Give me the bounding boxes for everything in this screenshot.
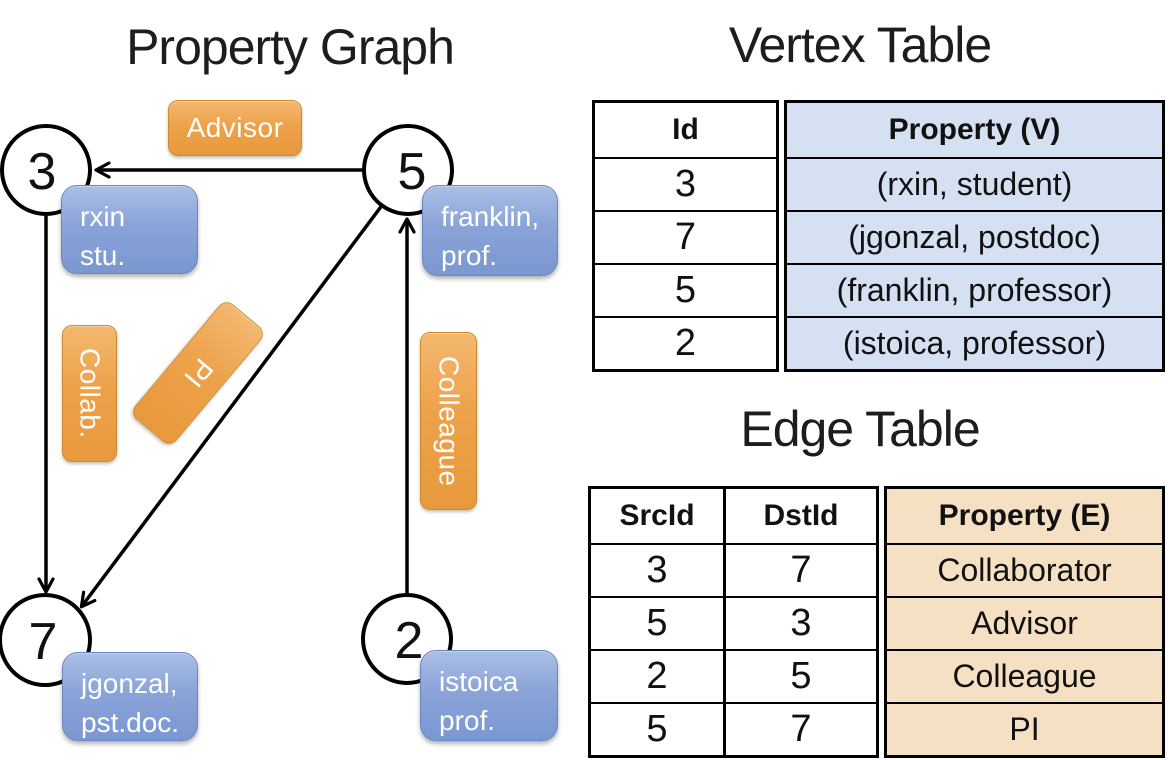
edge-table-cell-property: Colleague — [887, 649, 1162, 702]
edge-table-cell-dstid: 5 — [726, 649, 876, 702]
edge-table-cell-srcid: 5 — [591, 702, 723, 755]
vertex-property-line: prof. — [439, 705, 496, 736]
edge-table-property-column: Property (E) Collaborator Advisor Collea… — [884, 486, 1165, 758]
vertex-property-line: jgonzal, — [81, 668, 178, 699]
vertex-property-line: franklin, — [441, 201, 540, 232]
vertex-property-line: rxin — [80, 201, 126, 232]
edge-table-header-property: Property (E) — [887, 489, 1162, 543]
edge-table-cell-srcid: 3 — [591, 543, 723, 596]
vertex-table-id-column: Id 3 7 5 2 — [592, 100, 779, 372]
node-id-2: 2 — [395, 612, 424, 670]
vertex-property-box-2: istoica prof. — [420, 650, 558, 741]
edge-table-cell-dstid: 7 — [726, 543, 876, 596]
edge-table-cell-property: Collaborator — [887, 543, 1162, 596]
vertex-property-line: pst.doc. — [81, 707, 180, 738]
edge-label-advisor: Advisor — [168, 100, 302, 156]
edge-table-title: Edge Table — [740, 401, 980, 457]
edge-table-cell-property: Advisor — [887, 596, 1162, 649]
vertex-table-property-column: Property (V) (rxin, student) (jgonzal, p… — [784, 100, 1165, 372]
node-id-5: 5 — [398, 143, 427, 201]
vertex-table-header-id: Id — [672, 113, 699, 146]
edge-table-cell-srcid: 5 — [591, 596, 723, 649]
edge-label-collab: Collab. — [62, 325, 117, 462]
edge-table-header-srcid: SrcId — [619, 499, 695, 532]
vertex-table-cell-id: 2 — [595, 316, 776, 369]
edge-table-cell-srcid: 2 — [591, 649, 723, 702]
graph-canvas: 3 5 7 2 — [0, 124, 454, 687]
vertex-property-line: istoica — [439, 666, 519, 697]
edge-table-cell-dstid: 3 — [726, 596, 876, 649]
vertex-property-line: stu. — [80, 240, 126, 271]
property-graph-title: Property Graph — [126, 19, 455, 75]
edge-line-pi-5-to-7 — [79, 202, 385, 609]
edge-table-cell-dstid: 7 — [726, 702, 876, 755]
vertex-table-cell-property: (jgonzal, postdoc) — [787, 210, 1162, 263]
vertex-table-title: Vertex Table — [728, 17, 992, 73]
vertex-table-cell-id: 3 — [595, 157, 776, 210]
vertex-property-box-5: franklin, prof. — [422, 185, 558, 276]
edge-table-id-columns: SrcId 3 5 2 5 DstId 7 3 5 7 — [588, 486, 879, 758]
edge-label-colleague: Colleague — [420, 332, 477, 510]
node-id-7: 7 — [29, 613, 58, 671]
edge-table-cell-property: PI — [887, 702, 1162, 755]
vertex-table-cell-property: (rxin, student) — [787, 157, 1162, 210]
vertex-property-box-7: jgonzal, pst.doc. — [62, 652, 198, 741]
vertex-table-header-property: Property (V) — [787, 103, 1162, 157]
vertex-table-cell-property: (istoica, professor) — [787, 316, 1162, 369]
node-id-3: 3 — [28, 143, 57, 201]
vertex-table-cell-property: (franklin, professor) — [787, 263, 1162, 316]
vertex-table-cell-id: 5 — [595, 263, 776, 316]
edge-table-header-dstid: DstId — [763, 499, 839, 532]
vertex-property-box-3: rxin stu. — [61, 185, 198, 274]
vertex-property-line: prof. — [441, 240, 498, 271]
vertex-table-cell-id: 7 — [595, 210, 776, 263]
